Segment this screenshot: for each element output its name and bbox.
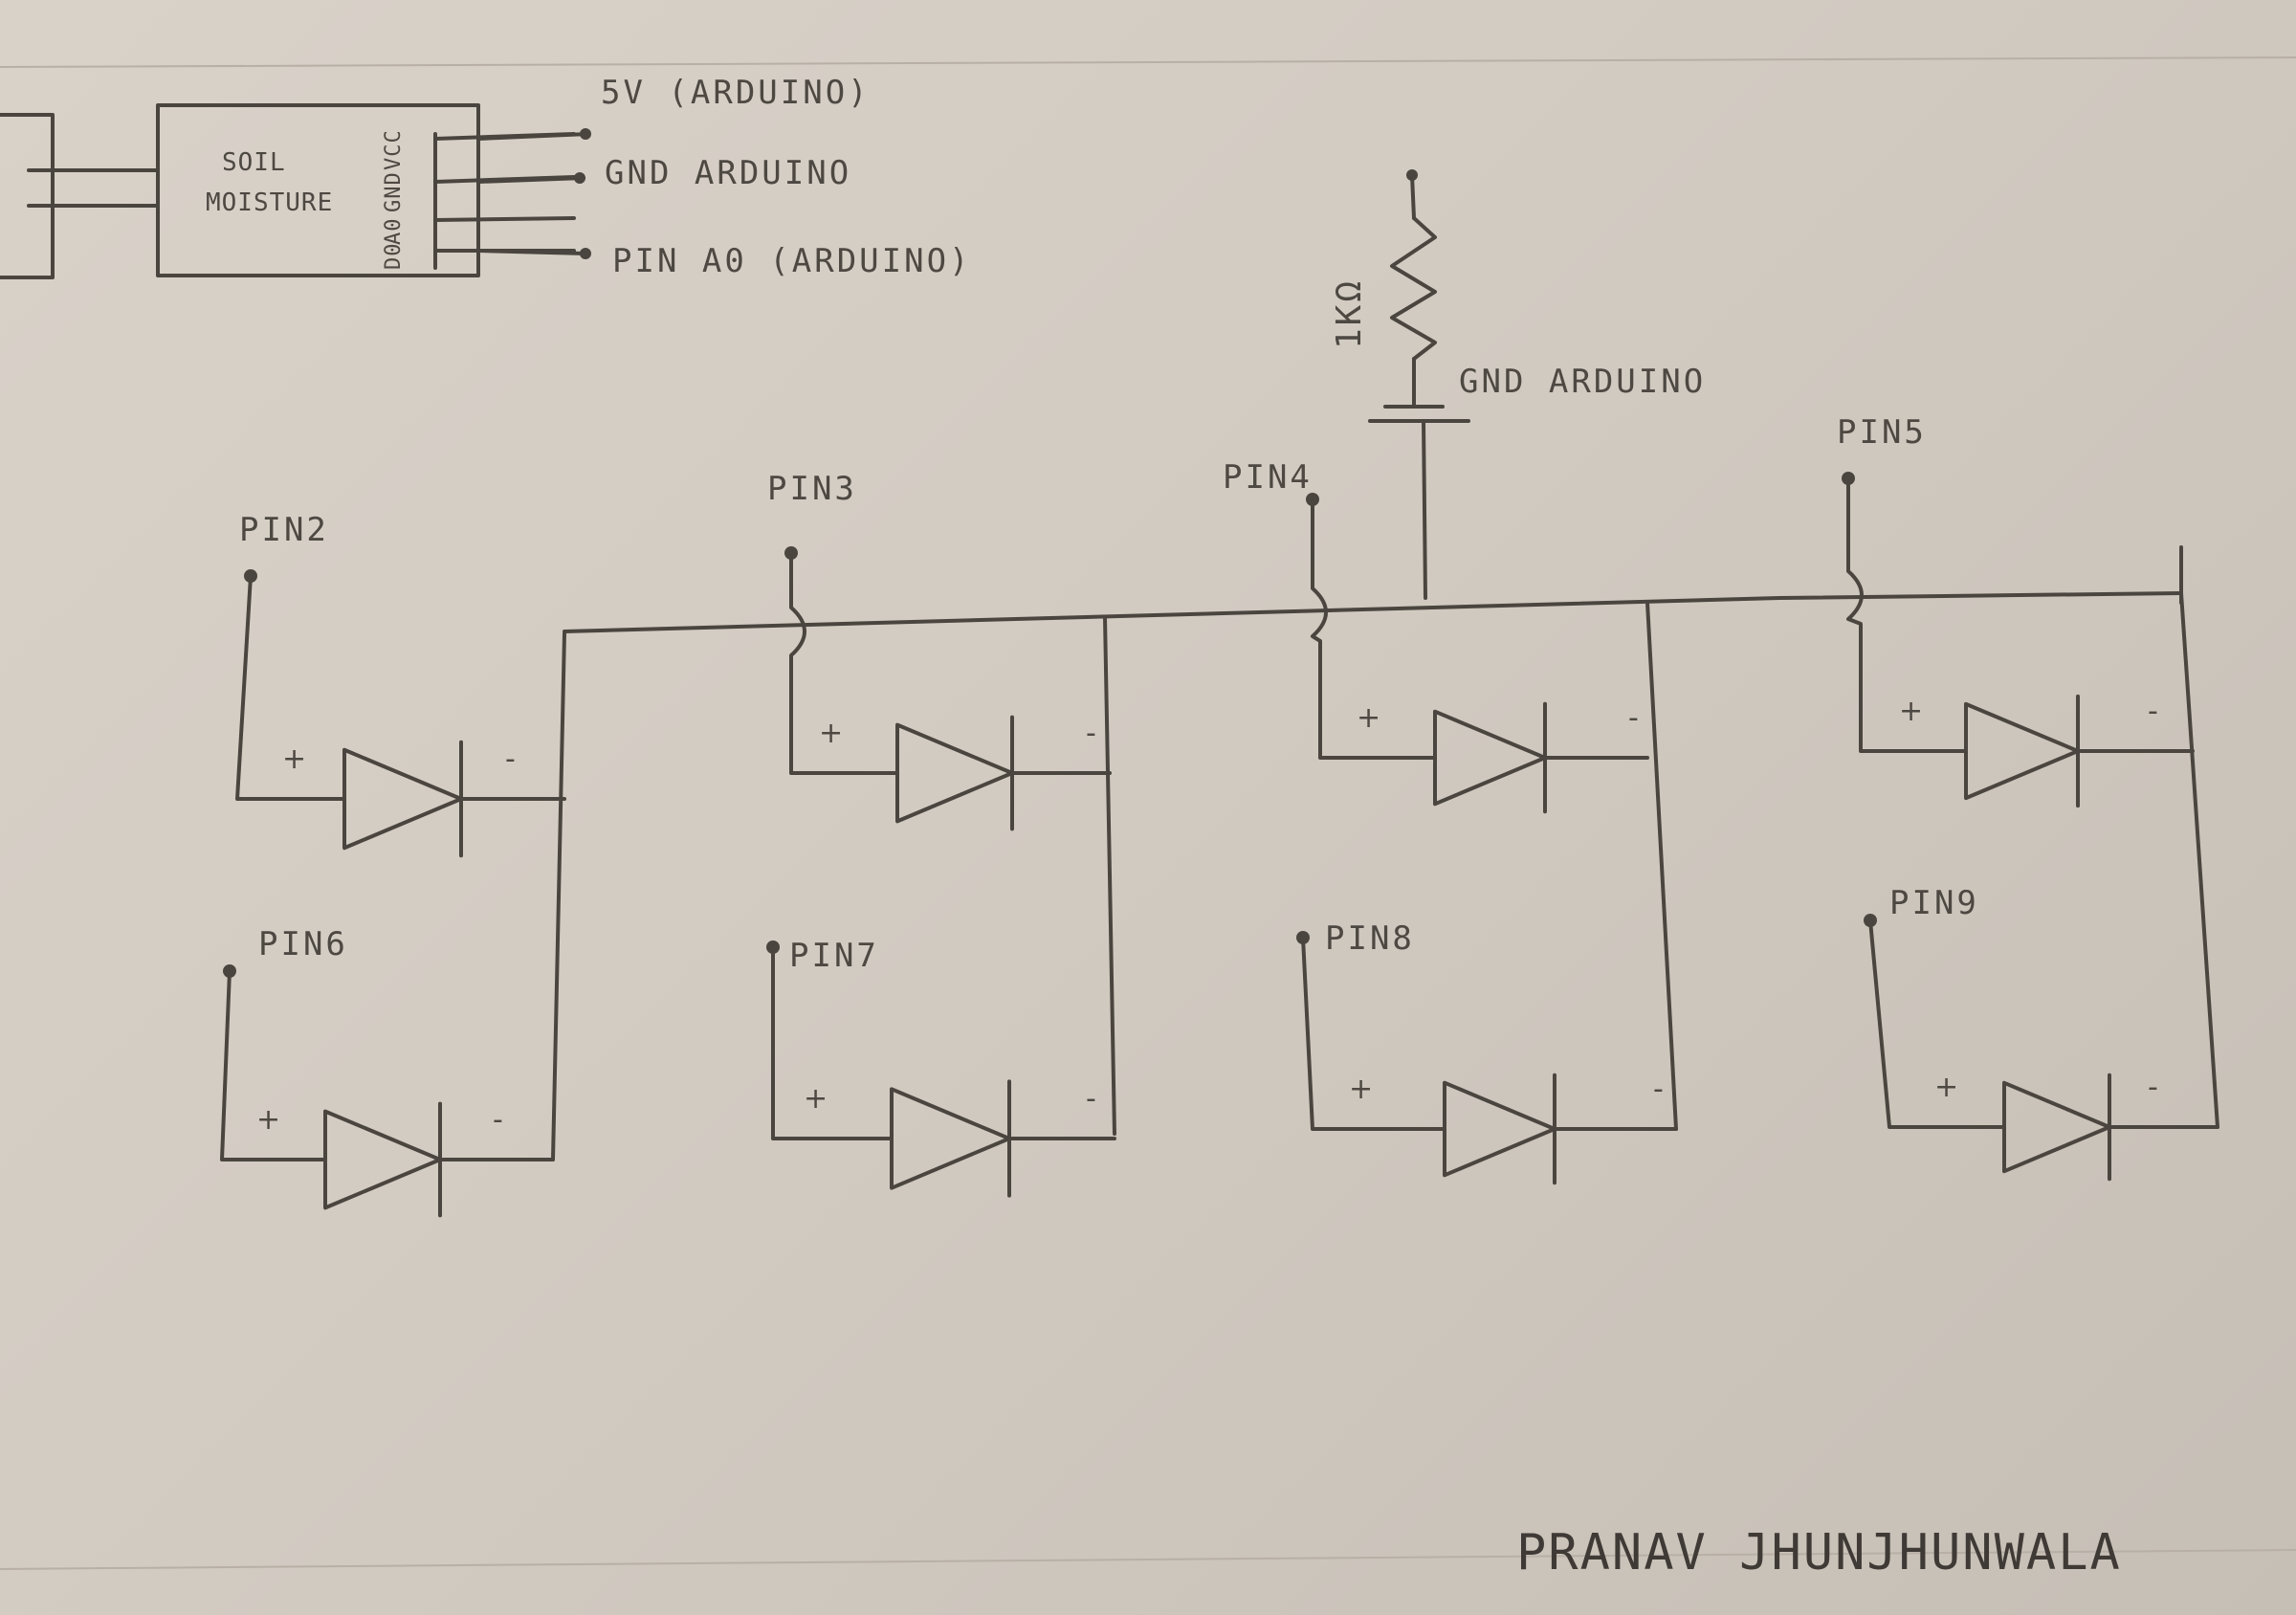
sensor-title-line2: MOISTURE [206, 188, 333, 217]
diode-triangle-8 [2002, 1080, 2111, 1174]
connection-gnd-label: GND ARDUINO [605, 154, 851, 192]
minus-mark-8: - [2148, 1071, 2158, 1104]
diode-triangle-1 [342, 747, 463, 851]
pin-label-1: PIN2 [239, 511, 329, 549]
resistor-value: 1KΩ [1330, 278, 1369, 349]
sensor-pin-vcc: VCC [382, 129, 406, 170]
diode-triangle-2 [895, 722, 1014, 824]
pin-label-5: PIN6 [258, 925, 348, 963]
anode-wire-1 [235, 574, 346, 801]
minus-mark-3: - [1628, 701, 1639, 735]
led-array: PIN2+-PIN3+-PIN4+-PIN5+-PIN6+-PIN7+-PIN8… [220, 413, 2219, 1218]
led-6: PIN7 + - [766, 937, 1116, 1198]
led-7: PIN8 + - [1296, 919, 1678, 1185]
soil-moisture-sensor: SOIL MOISTURE VCC GND A0 D0 [0, 103, 591, 279]
column-drop-1 [551, 631, 566, 1161]
led-5: PIN6 + - [220, 925, 555, 1218]
minus-mark-7: - [1653, 1073, 1664, 1106]
author-signature: PRANAV JHUNJHUNWALA [1516, 1524, 2122, 1582]
anode-wire-6 [771, 945, 894, 1140]
anode-wire-2 [789, 551, 899, 775]
anode-wire-8 [1868, 918, 2006, 1129]
anode-wire-4 [1846, 476, 1968, 753]
led-1: PIN2 + - [235, 511, 566, 858]
anode-wire-7 [1301, 936, 1446, 1131]
plus-mark-7: + [1349, 1073, 1373, 1106]
diode-triangle-3 [1433, 709, 1547, 807]
notebook-rules [0, 56, 2296, 1570]
pin-label-2: PIN3 [767, 470, 857, 508]
plus-mark-8: + [1934, 1071, 1958, 1104]
connection-a0-label: PIN A0 (ARDUINO) [612, 242, 972, 280]
pin-label-4: PIN5 [1837, 413, 1927, 452]
sensor-title-line1: SOIL [222, 148, 286, 177]
wiring [551, 545, 2219, 1161]
sensor-pin-d0: D0 [382, 243, 406, 271]
diode-triangle-7 [1443, 1080, 1556, 1178]
led-4: PIN5 + - [1837, 413, 2195, 808]
plus-mark-3: + [1357, 701, 1380, 735]
plus-mark-1: + [282, 742, 306, 776]
column-drop-2 [1103, 615, 1116, 1136]
pin-label-7: PIN8 [1325, 919, 1415, 958]
diode-triangle-6 [890, 1087, 1011, 1190]
column-drop-3 [1645, 601, 1678, 1131]
minus-mark-6: - [1086, 1082, 1096, 1116]
cathode-rail [563, 591, 2183, 633]
minus-mark-2: - [1086, 717, 1096, 750]
led-8: PIN9 + - [1864, 884, 2219, 1182]
resistor-symbol [1368, 169, 1470, 600]
plus-mark-6: + [804, 1082, 828, 1116]
column-drop-4 [2179, 591, 2219, 1129]
plus-mark-5: + [256, 1103, 280, 1137]
sensor-pin-a0: A0 [382, 218, 406, 246]
sensor-module-box [156, 103, 480, 277]
minus-mark-4: - [2148, 695, 2158, 728]
resistor-ground-label: GND ARDUINO [1459, 363, 1706, 401]
diode-triangle-5 [323, 1109, 442, 1210]
pin-label-3: PIN4 [1223, 458, 1313, 497]
diode-triangle-4 [1964, 701, 2080, 801]
anode-wire-5 [220, 969, 327, 1161]
sensor-pin-gnd: GND [382, 171, 406, 212]
plus-mark-2: + [819, 717, 843, 750]
minus-mark-5: - [493, 1103, 503, 1137]
pin-label-6: PIN7 [789, 937, 879, 975]
anode-wire-3 [1311, 498, 1437, 760]
led-3: PIN4 + - [1223, 458, 1649, 814]
minus-mark-1: - [505, 742, 516, 776]
plus-mark-4: + [1899, 695, 1923, 728]
led-2: PIN3 + - [767, 470, 1112, 831]
pin-label-8: PIN9 [1889, 884, 1979, 922]
connection-5v-label: 5V (ARDUINO) [601, 74, 871, 112]
